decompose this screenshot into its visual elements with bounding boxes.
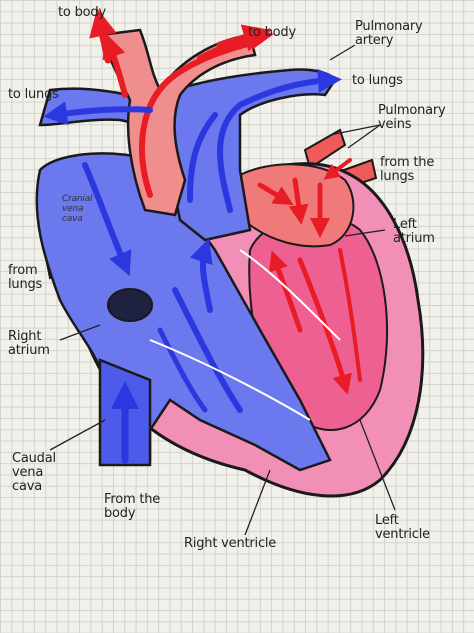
label-pulmonary-veins: Pulmonary veins — [378, 103, 446, 132]
label-to-lungs-right: to lungs — [352, 73, 403, 88]
label-from-the-body: From the body — [104, 492, 161, 521]
label-from-lungs-left: from lungs — [8, 263, 43, 292]
label-left-ventricle: Left ventricle — [375, 513, 430, 542]
label-right-atrium: Right atrium — [8, 329, 50, 358]
label-left-atrium: Left atrium — [393, 217, 435, 246]
pointer-lines — [49, 44, 396, 536]
right-atrium-opening — [107, 288, 153, 322]
label-cranial-vena-cava: Cranial vena cava — [62, 194, 93, 224]
label-caudal-vena-cava: Caudal vena cava — [12, 451, 56, 494]
label-to-lungs-left: to lungs — [8, 87, 59, 102]
label-pulmonary-artery: Pulmonary artery — [355, 19, 423, 48]
label-to-body-top: to body — [58, 5, 106, 20]
label-to-body-right: to body — [248, 25, 296, 40]
label-from-the-lungs: from the lungs — [380, 155, 435, 184]
label-right-ventricle: Right ventricle — [184, 536, 277, 551]
